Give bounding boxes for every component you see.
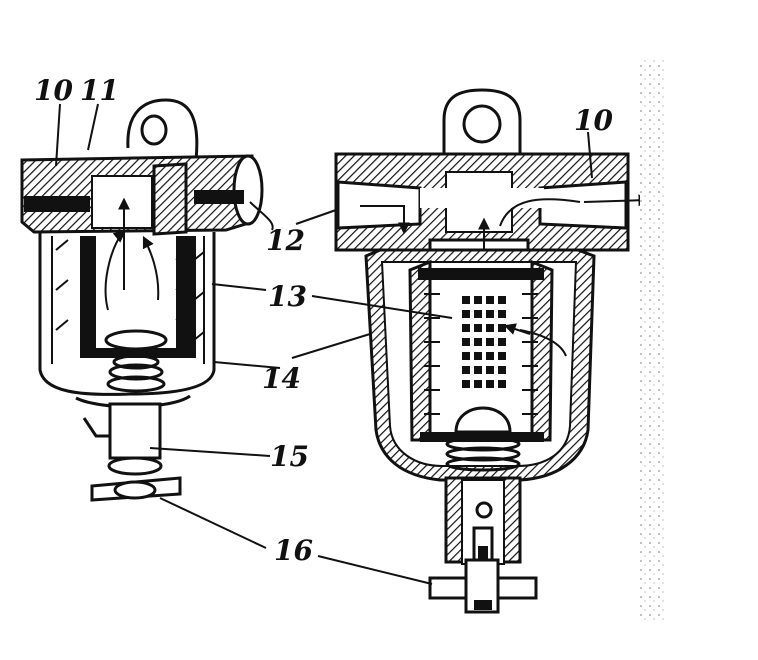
label-14: 14	[262, 362, 301, 395]
label-16: 16	[274, 534, 313, 567]
label-10-right: 10	[574, 104, 613, 137]
left-drain-valve	[82, 402, 182, 502]
right-drain-valve	[428, 476, 538, 614]
left-filter-head	[20, 154, 264, 236]
right-filter-assembly	[334, 88, 651, 614]
part-labels: 10 11 12 13 14 15 16 10	[34, 74, 613, 567]
left-filter-assembly	[20, 98, 264, 502]
left-mounting-lug	[126, 98, 199, 161]
label-13: 13	[268, 280, 307, 313]
left-spring	[75, 354, 191, 409]
leader-lines	[55, 103, 593, 585]
scan-edge-noise	[640, 60, 666, 620]
right-filter-element	[408, 259, 567, 442]
left-flow-arrows	[104, 197, 160, 311]
right-mounting-lug	[442, 88, 522, 154]
label-12: 12	[266, 224, 305, 257]
right-flow-arrows	[360, 194, 651, 270]
label-15: 15	[270, 440, 309, 473]
right-bowl	[364, 248, 596, 482]
label-10-left: 10	[34, 74, 73, 107]
left-filter-element	[80, 236, 196, 358]
right-spring	[445, 406, 521, 472]
left-glass-bowl	[38, 232, 216, 396]
label-11: 11	[80, 74, 119, 107]
